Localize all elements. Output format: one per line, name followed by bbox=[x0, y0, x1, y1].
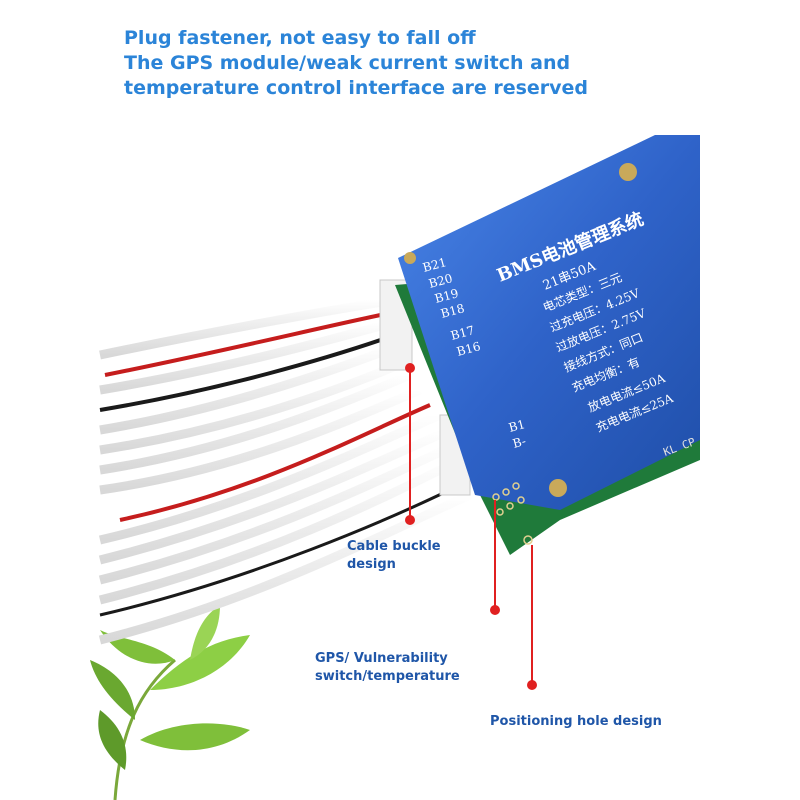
callout-positioning: Positioning hole design bbox=[490, 713, 662, 731]
pointer-dot bbox=[405, 363, 415, 373]
callout-line: Positioning hole design bbox=[490, 714, 662, 729]
plug-connectors bbox=[379, 279, 471, 496]
headline-line-1: Plug fastener, not easy to fall off bbox=[124, 27, 476, 49]
pin-label: B20 bbox=[427, 271, 454, 291]
pin-label: B21 bbox=[421, 255, 448, 275]
pointer-dot bbox=[527, 680, 537, 690]
callout-line: GPS/ Vulnerability bbox=[315, 651, 448, 666]
callout-cable-buckle: Cable buckle design bbox=[347, 538, 441, 574]
pcb-holes bbox=[492, 482, 533, 545]
callout-line: switch/temperature bbox=[315, 669, 460, 684]
headline-line-3: temperature control interface are reserv… bbox=[124, 77, 589, 99]
pin-label: B16 bbox=[455, 339, 482, 359]
callout-gps: GPS/ Vulnerability switch/temperature bbox=[315, 650, 460, 686]
callout-line: design bbox=[347, 557, 396, 572]
pin-label: B- bbox=[511, 434, 527, 451]
screw-bottom bbox=[549, 479, 567, 497]
wire-bundle bbox=[98, 295, 472, 645]
pointer-dot bbox=[490, 605, 500, 615]
pin-label: B17 bbox=[449, 323, 476, 343]
pointer-dot bbox=[405, 515, 415, 525]
callout-line: Cable buckle bbox=[347, 539, 441, 554]
pin-labels: B21 B20 B19 B18 B17 B16 B1 B- bbox=[421, 255, 527, 451]
headline: Plug fastener, not easy to fall off The … bbox=[124, 26, 764, 101]
screw-top bbox=[619, 163, 637, 181]
pin-label: B19 bbox=[433, 286, 460, 306]
bms-board bbox=[398, 135, 700, 510]
leaf-decoration bbox=[90, 605, 250, 800]
pin-label: B18 bbox=[439, 301, 466, 321]
screw-left bbox=[404, 252, 416, 264]
pointer-lines bbox=[405, 363, 537, 690]
pin-label: B1 bbox=[507, 417, 527, 435]
headline-line-2: The GPS module/weak current switch and bbox=[124, 52, 571, 74]
